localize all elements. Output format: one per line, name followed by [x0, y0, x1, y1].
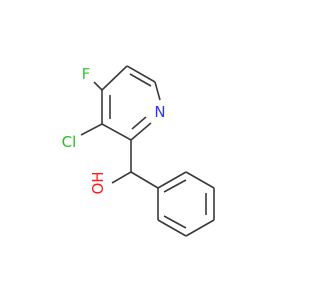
bond-n1-c2-inner [131, 116, 147, 130]
bond-n1-c2 [130, 122, 152, 141]
atom-label-hydroxyl: OH [89, 171, 107, 194]
bond-c5-c6 [126, 65, 156, 83]
bond-ph2-ph3-inner [163, 215, 187, 229]
bond-c4-f [93, 81, 103, 91]
bond-ph3-ph4 [185, 219, 215, 237]
bond-ph2-ph3 [157, 219, 187, 237]
atom-label-nitrogen: N [154, 103, 165, 121]
bond-c6-n1 [154, 81, 161, 101]
bond-ph5-ph6 [185, 171, 215, 189]
bond-ch-phenyl [130, 171, 159, 189]
phenyl-ring [157, 171, 215, 237]
bond-c5-c6-inner [129, 73, 152, 87]
pyridine-ring [101, 65, 161, 141]
bond-c2-c3 [101, 123, 132, 141]
bond-c4-c5 [101, 65, 128, 91]
bond-ph6-ph1 [157, 171, 187, 189]
atom-label-chlorine: Cl [62, 133, 77, 151]
bond-c3-cl [80, 123, 103, 136]
molecule-structure-diagram: F Cl N OH [61, 65, 215, 237]
bond-ch-oh [111, 171, 132, 184]
atom-label-fluorine: F [82, 65, 91, 83]
bond-ph6-ph1-inner [163, 179, 187, 193]
